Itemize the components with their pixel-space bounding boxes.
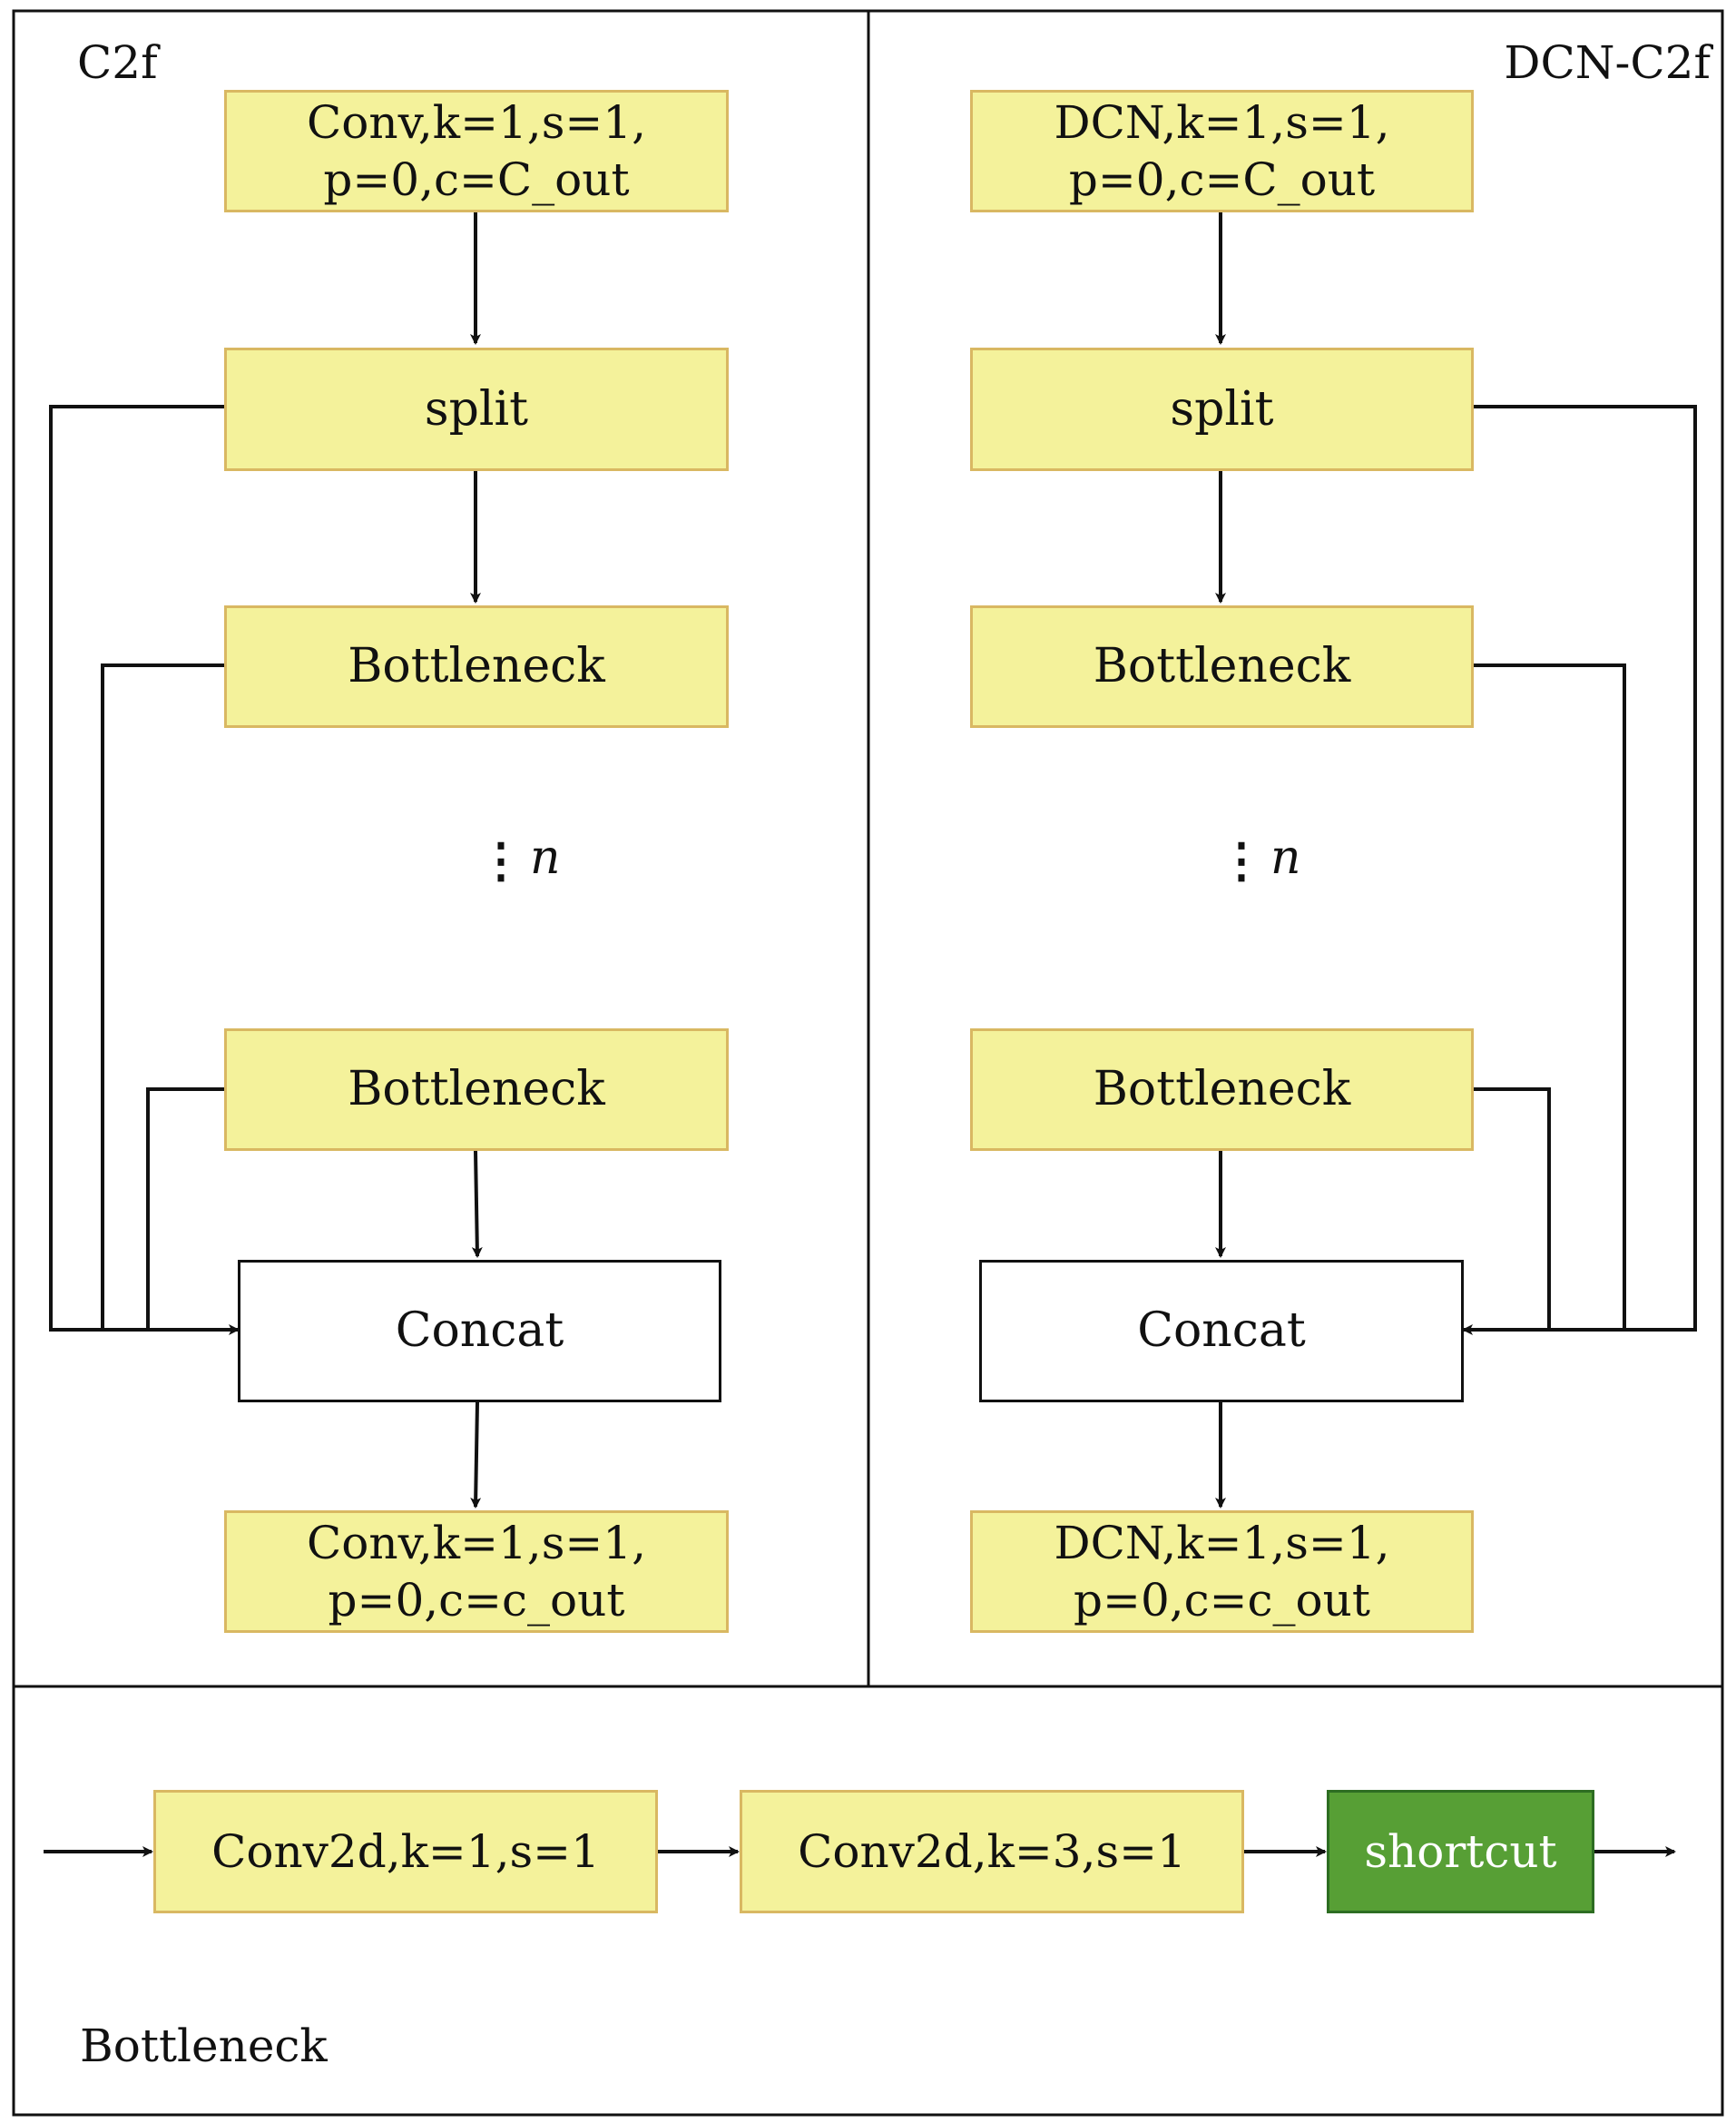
dcn-top-line1: DCN,k=1,s=1,: [1054, 96, 1390, 149]
dcn-bottom-line2: p=0,c=c_out: [1074, 1573, 1370, 1627]
c2f-conv-bottom-block: Conv,k=1,s=1, p=0,c=c_out: [224, 1510, 729, 1633]
dcn-bottlenecknth-skip-connection: [1474, 1087, 1551, 1330]
c2f-concat-block: Concat: [238, 1260, 721, 1402]
dcn-split-skip-connection: [1462, 405, 1697, 1335]
bottleneck-panel-title: Bottleneck: [80, 2020, 328, 2072]
dcn-bottom-block: DCN,k=1,s=1, p=0,c=c_out: [970, 1510, 1474, 1633]
vertical-ellipsis-icon: ⋮: [477, 832, 525, 889]
c2f-conv-top-line1: Conv,k=1,s=1,: [307, 96, 646, 149]
bottleneck-conv2d-k3-block: Conv2d,k=3,s=1: [740, 1790, 1244, 1913]
c2f-conv-top-block: Conv,k=1,s=1, p=0,c=C_out: [224, 90, 729, 212]
c2f-split-block: split: [224, 348, 729, 471]
bottleneck1-skip-connection: [101, 663, 224, 1330]
dcn-c2f-panel-title: DCN-C2f: [1504, 36, 1711, 89]
dcn-top-line2: p=0,c=C_out: [1068, 152, 1376, 206]
c2f-panel-title: C2f: [77, 36, 158, 89]
dcn-bottleneck-1-block: Bottleneck: [970, 605, 1474, 728]
dcn-repeat-indicator: ⋮n: [1218, 831, 1301, 885]
dcn-bottleneck1-skip-connection: [1474, 663, 1626, 1330]
dcn-bottleneck-n-block: Bottleneck: [970, 1028, 1474, 1151]
dcn-top-block: DCN,k=1,s=1, p=0,c=C_out: [970, 90, 1474, 212]
c2f-conv-bottom-line1: Conv,k=1,s=1,: [307, 1517, 646, 1569]
c2f-conv-bottom-line2: p=0,c=c_out: [328, 1573, 625, 1627]
arrow-bottleneck-to-concat: [471, 1150, 483, 1258]
split-skip-connection: [49, 405, 240, 1335]
c2f-bottleneck-n-block: Bottleneck: [224, 1028, 729, 1151]
bottlenecknth-skip-connection: [146, 1087, 224, 1330]
vertical-ellipsis-icon: ⋮: [1218, 832, 1265, 889]
dcn-concat-block: Concat: [979, 1260, 1464, 1402]
c2f-repeat-n: n: [530, 831, 561, 885]
dcn-bottom-line1: DCN,k=1,s=1,: [1054, 1517, 1390, 1569]
bottleneck-conv2d-k1-block: Conv2d,k=1,s=1: [153, 1790, 658, 1913]
dcn-repeat-n: n: [1270, 831, 1301, 885]
c2f-bottleneck-1-block: Bottleneck: [224, 605, 729, 728]
arrow-concat-to-conv: [470, 1401, 482, 1509]
c2f-repeat-indicator: ⋮n: [477, 831, 561, 885]
c2f-conv-top-line2: p=0,c=C_out: [323, 152, 630, 206]
dcn-split-block: split: [970, 348, 1474, 471]
bottleneck-shortcut-block: shortcut: [1327, 1790, 1594, 1913]
